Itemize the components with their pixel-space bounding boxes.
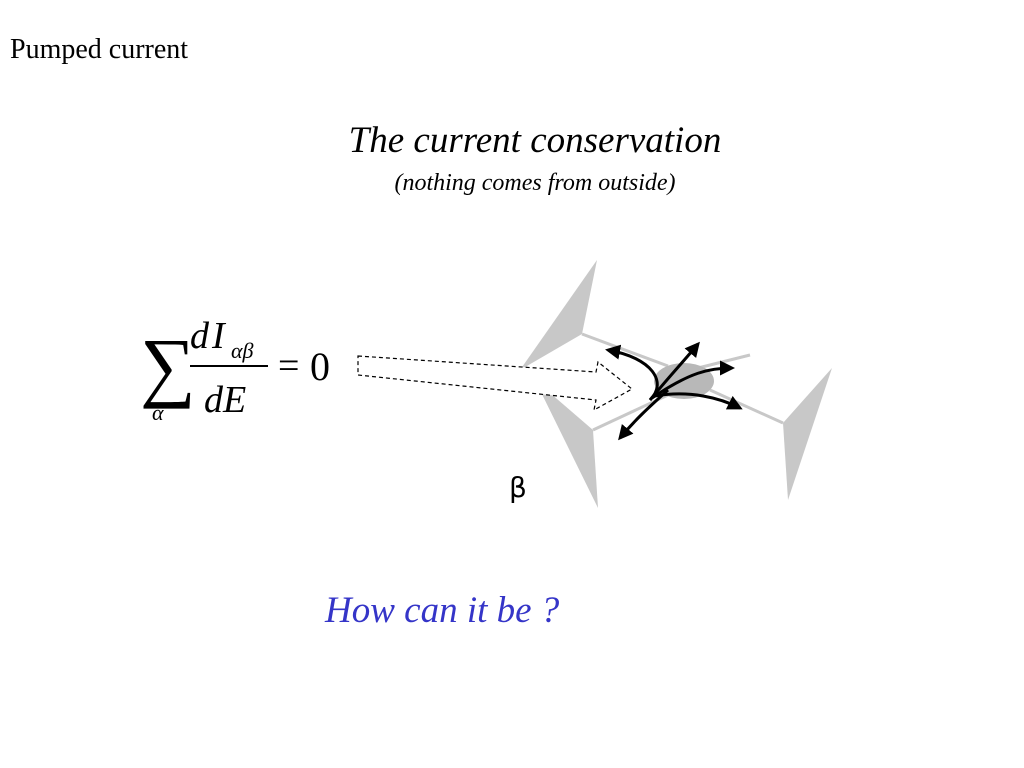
rhs-zero: 0	[310, 344, 330, 389]
numerator-d: d	[190, 315, 210, 357]
lead-terminal-top-left	[520, 260, 597, 370]
slide-title: Pumped current	[10, 34, 189, 65]
section-heading: The current conservation	[348, 120, 722, 161]
numerator-subscript: αβ	[231, 338, 254, 363]
conservation-formula: ∑ α d I αβ dE = 0	[140, 315, 330, 425]
lead-terminal-right	[783, 368, 832, 500]
sum-symbol: ∑	[140, 322, 196, 409]
lead-terminal-bottom-left	[535, 380, 598, 508]
section-subheading: (nothing comes from outside)	[394, 170, 676, 196]
lead-wires	[581, 332, 784, 432]
scatterer-diagram	[357, 260, 832, 508]
equals-sign: =	[278, 345, 299, 387]
sum-index: α	[152, 400, 164, 425]
denominator: dE	[204, 379, 246, 421]
dashed-pointer-arrow	[357, 355, 634, 412]
numerator-current: I	[211, 315, 227, 357]
question-text: How can it be ?	[325, 590, 560, 631]
current-arrows	[605, 341, 743, 441]
beta-label: β	[509, 471, 527, 504]
lead-terminals	[520, 260, 832, 508]
